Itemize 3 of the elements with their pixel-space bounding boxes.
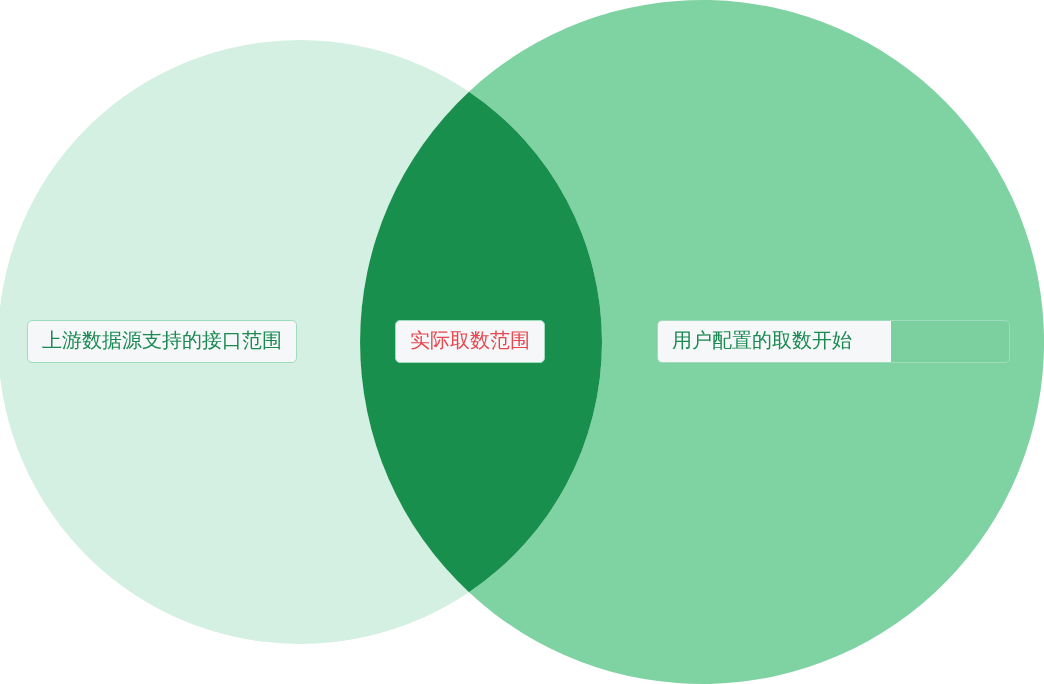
region-label: 实际取数范围 bbox=[395, 320, 545, 363]
region-label: 上游数据源支持的接口范围 bbox=[27, 320, 297, 363]
region-label: 用户配置的取数开始 bbox=[657, 320, 1010, 363]
